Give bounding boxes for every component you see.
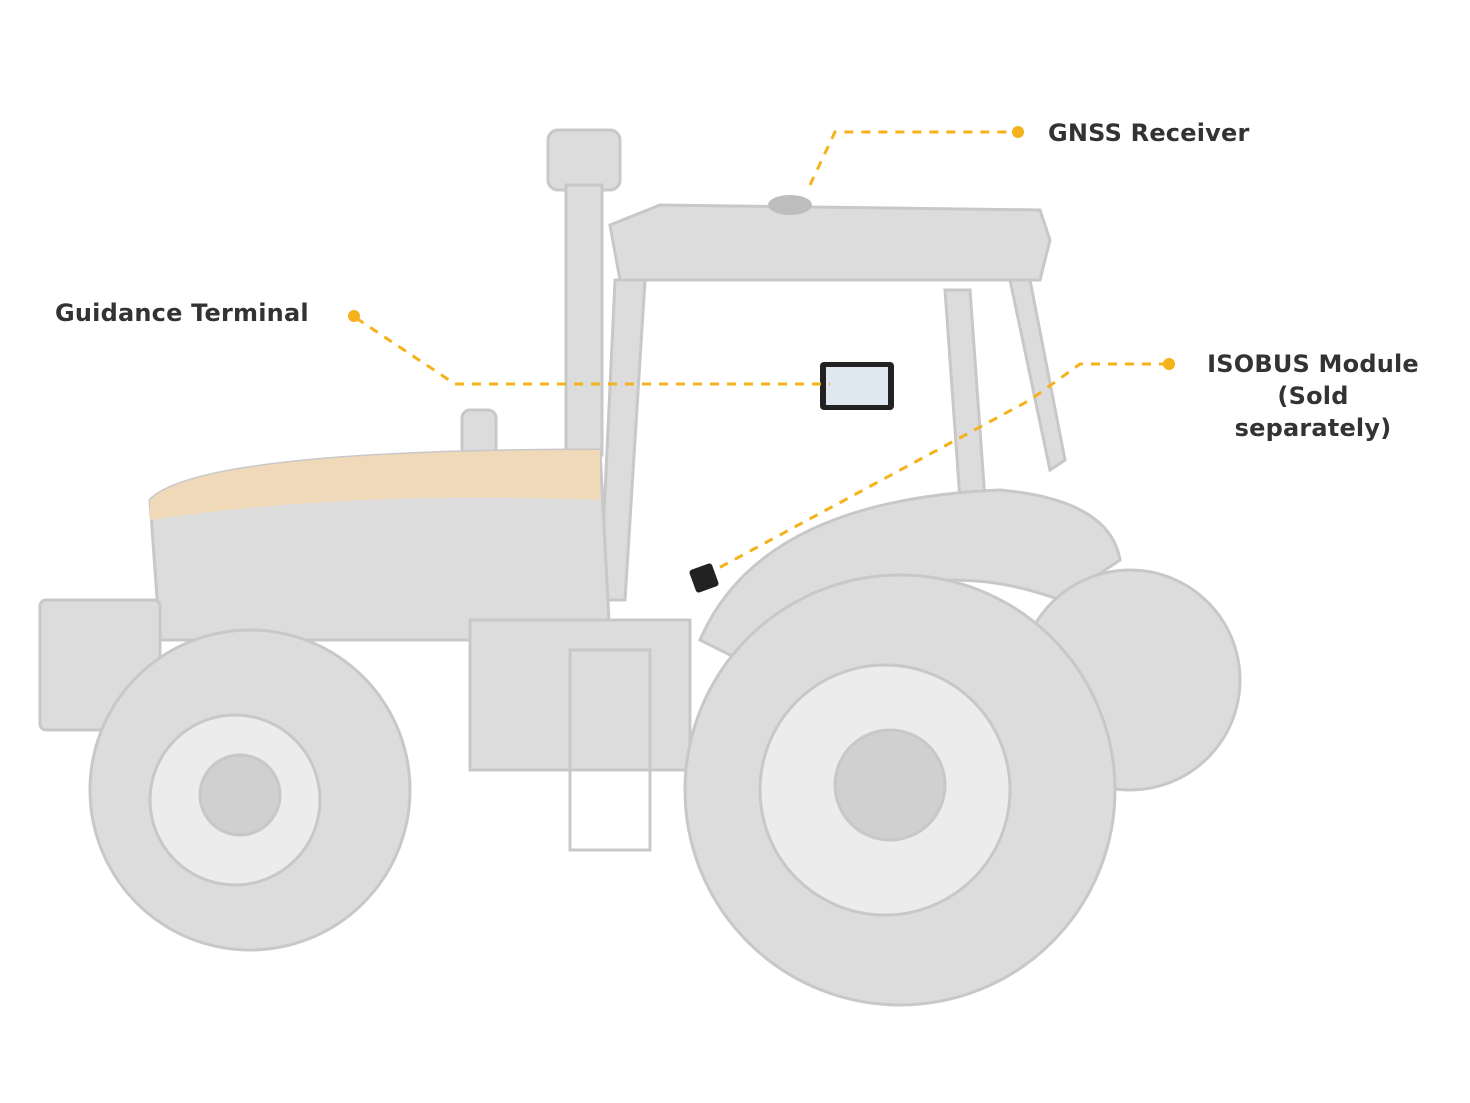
air-intake	[546, 128, 622, 192]
isobus-module-device	[689, 563, 719, 593]
hood-top	[150, 450, 600, 520]
cab-roof	[608, 203, 1052, 282]
intake-pipe	[564, 183, 604, 457]
terminal-callout-line	[355, 316, 830, 386]
gnss-callout-dot	[1012, 126, 1024, 138]
isobus-module-label: ISOBUS Module (Sold separately)	[1198, 348, 1428, 444]
isobus-module-note: (Sold separately)	[1234, 382, 1392, 442]
gnss-antenna	[768, 195, 812, 215]
terminal-callout-dot	[348, 310, 360, 322]
isobus-callout-dot	[1163, 358, 1175, 370]
isobus-module-title: ISOBUS Module	[1207, 350, 1419, 378]
guidance-terminal-label: Guidance Terminal	[55, 299, 309, 327]
chassis	[468, 618, 692, 772]
gnss-receiver-label: GNSS Receiver	[1048, 119, 1250, 147]
isobus-callout-line	[714, 362, 1168, 572]
gnss-callout-line	[808, 130, 1015, 186]
